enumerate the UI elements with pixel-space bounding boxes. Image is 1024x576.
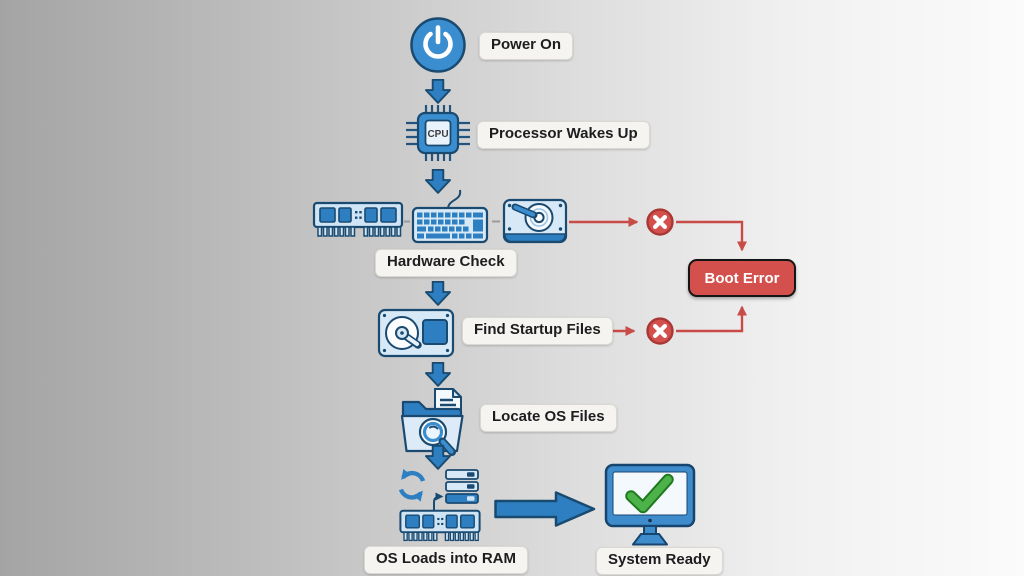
hardware-check-label: Hardware Check bbox=[375, 249, 517, 277]
error-line-x1-to-box bbox=[676, 220, 747, 252]
processor-label: Processor Wakes Up bbox=[477, 121, 650, 149]
down-arrow-icon-4 bbox=[423, 362, 453, 387]
system-ready-label: System Ready bbox=[596, 547, 723, 575]
locate-os-files-label: Locate OS Files bbox=[480, 404, 617, 432]
down-arrow-icon-3 bbox=[423, 281, 453, 306]
monitor-check-icon bbox=[603, 463, 697, 547]
ram-icon bbox=[312, 200, 404, 240]
power-on-label: Power On bbox=[479, 32, 574, 60]
power-icon bbox=[408, 15, 468, 75]
hard-drive-open-icon bbox=[377, 307, 455, 359]
keyboard-icon bbox=[408, 185, 492, 245]
error-line-x2-to-box bbox=[676, 305, 747, 333]
cpu-chip-icon bbox=[398, 101, 478, 165]
find-startup-files-label: Find Startup Files bbox=[462, 317, 613, 345]
os-loads-into-ram-label: OS Loads into RAM bbox=[364, 546, 528, 574]
sync-ram-icon bbox=[390, 466, 490, 544]
hard-drive-icon bbox=[501, 197, 569, 247]
right-arrow-icon bbox=[494, 490, 596, 528]
error-x-icon-1 bbox=[645, 207, 675, 237]
boot-error-node: Boot Error bbox=[688, 259, 796, 297]
error-x-icon-2 bbox=[645, 316, 675, 346]
